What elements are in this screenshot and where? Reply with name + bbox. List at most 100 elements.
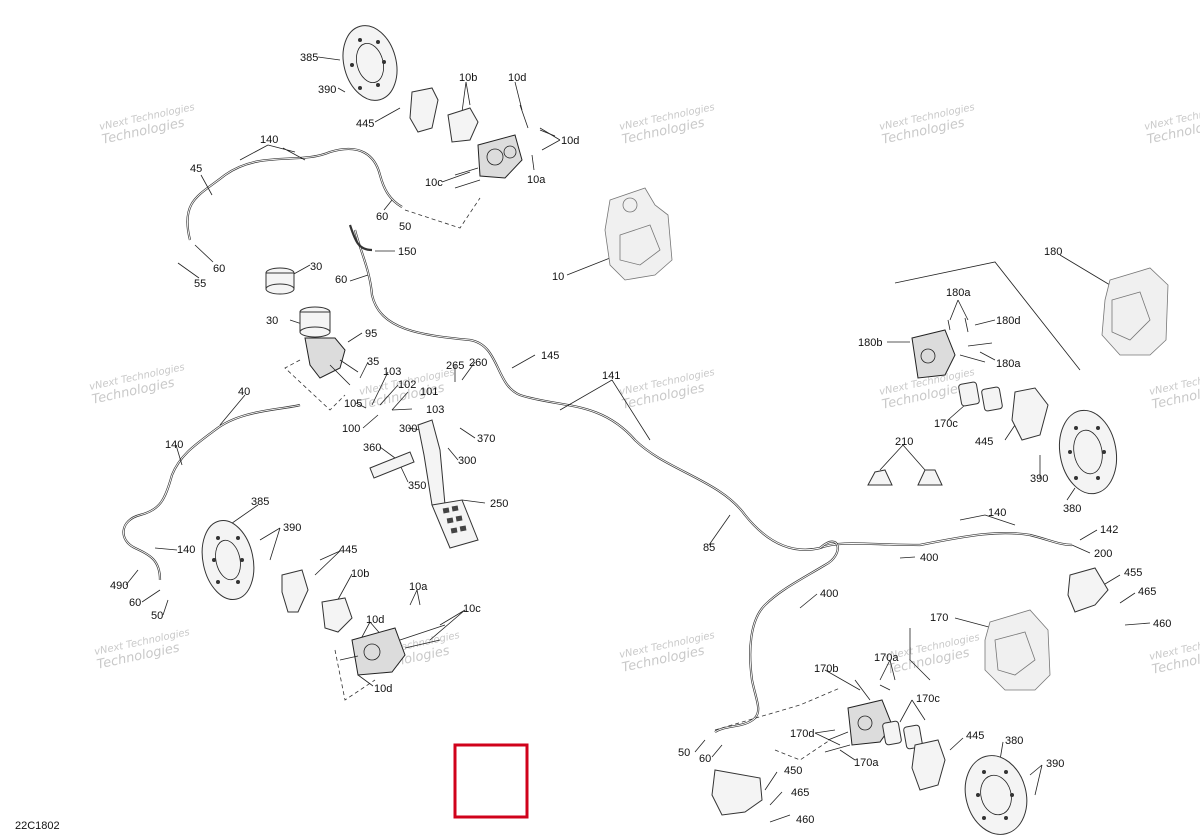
callout: 170a bbox=[854, 757, 879, 769]
caliper-bracket-right bbox=[1011, 387, 1049, 441]
caliper-bracket-left bbox=[281, 569, 353, 633]
callout-labels: 385 390 445 10b 10d 10d 10c 10a 140 45 6… bbox=[110, 52, 1171, 826]
callout: 10d bbox=[374, 683, 392, 695]
callout: 400 bbox=[820, 588, 838, 600]
callout: 60 bbox=[376, 211, 388, 223]
caliper-left bbox=[339, 624, 446, 676]
callout: 180a bbox=[946, 287, 971, 299]
caliper-bracket-top bbox=[409, 87, 479, 143]
callout: 10a bbox=[527, 174, 546, 186]
callout: 150 bbox=[398, 246, 416, 258]
callout: 300 bbox=[458, 455, 476, 467]
callout: 102 bbox=[398, 379, 416, 391]
callout: 140 bbox=[177, 544, 195, 556]
callout: 95 bbox=[365, 328, 377, 340]
callout: 60 bbox=[699, 753, 711, 765]
rear-brake-disc-bottom bbox=[964, 755, 1028, 835]
callout: 490 bbox=[110, 580, 128, 592]
rear-brake-disc-top bbox=[1058, 409, 1118, 495]
highlight-box[interactable] bbox=[453, 743, 529, 819]
callout: 180b bbox=[858, 337, 882, 349]
hose-150 bbox=[348, 224, 373, 252]
callout: 445 bbox=[966, 730, 984, 742]
callout: 390 bbox=[1046, 758, 1064, 770]
callout: 370 bbox=[477, 433, 495, 445]
callout: 30 bbox=[266, 315, 278, 327]
callout: 30 bbox=[310, 261, 322, 273]
callout: 380 bbox=[1005, 735, 1023, 747]
callout: 10 bbox=[552, 271, 564, 283]
clips-210 bbox=[867, 469, 943, 486]
callout: 455 bbox=[1124, 567, 1142, 579]
callout: 50 bbox=[399, 221, 411, 233]
callout: 350 bbox=[408, 480, 426, 492]
bracket-450 bbox=[711, 769, 763, 816]
callout: 210 bbox=[895, 436, 913, 448]
callout: 170 bbox=[930, 612, 948, 624]
callout: 250 bbox=[490, 498, 508, 510]
callout: 180d bbox=[996, 315, 1020, 327]
callout: 140 bbox=[165, 439, 183, 451]
callout: 360 bbox=[363, 442, 381, 454]
callout: 170c bbox=[916, 693, 940, 705]
callout: 180 bbox=[1044, 246, 1062, 258]
callout: 10c bbox=[463, 603, 481, 615]
callout: 380 bbox=[1063, 503, 1081, 515]
callout: 400 bbox=[920, 552, 938, 564]
callout: 142 bbox=[1100, 524, 1118, 536]
master-cylinder bbox=[265, 267, 359, 386]
callout: 35 bbox=[367, 356, 379, 368]
callout: 260 bbox=[469, 357, 487, 369]
callout: 10a bbox=[409, 581, 428, 593]
caliper-top bbox=[454, 104, 556, 189]
callout: 50 bbox=[151, 610, 163, 622]
front-brake-disc-left bbox=[201, 520, 255, 600]
brake-lines bbox=[122, 147, 1073, 733]
callout: 10b bbox=[351, 568, 369, 580]
callout: 100 bbox=[342, 423, 360, 435]
callout: 390 bbox=[1030, 473, 1048, 485]
callout: 103 bbox=[426, 404, 444, 416]
callout: 445 bbox=[339, 544, 357, 556]
callout: 390 bbox=[283, 522, 301, 534]
callout: 45 bbox=[190, 163, 202, 175]
callout: 10b bbox=[459, 72, 477, 84]
callout: 10d bbox=[366, 614, 384, 626]
caliper-180-exploded bbox=[911, 317, 993, 379]
callout: 101 bbox=[420, 386, 438, 398]
callout: 170a bbox=[874, 652, 899, 664]
caliper-assembly-180 bbox=[1101, 267, 1169, 356]
callout: 103 bbox=[383, 366, 401, 378]
callout: 60 bbox=[213, 263, 225, 275]
callout: 200 bbox=[1094, 548, 1112, 560]
callout: 445 bbox=[975, 436, 993, 448]
caliper-assembly-10 bbox=[604, 187, 673, 281]
caliper-bracket-bottom bbox=[911, 739, 946, 791]
callout: 85 bbox=[703, 542, 715, 554]
dashed-leaders bbox=[284, 197, 841, 761]
callout: 265 bbox=[446, 360, 464, 372]
callout: 140 bbox=[988, 507, 1006, 519]
callout: 300 bbox=[399, 423, 417, 435]
callout: 450 bbox=[784, 765, 802, 777]
brake-pads-180 bbox=[958, 381, 1003, 412]
callout: 145 bbox=[541, 350, 559, 362]
caliper-170-exploded bbox=[824, 679, 893, 753]
callout: 385 bbox=[251, 496, 269, 508]
callout: 50 bbox=[678, 747, 690, 759]
leader-lines bbox=[125, 56, 1151, 823]
callout: 60 bbox=[129, 597, 141, 609]
diagram-code: 22C1802 bbox=[15, 820, 60, 832]
callout: 140 bbox=[260, 134, 278, 146]
callout: 105 bbox=[344, 398, 362, 410]
callout: 180a bbox=[996, 358, 1021, 370]
callout: 390 bbox=[318, 84, 336, 96]
caliper-assembly-170 bbox=[984, 609, 1051, 691]
callout: 10d bbox=[561, 135, 579, 147]
callout: 170d bbox=[790, 728, 814, 740]
callout: 460 bbox=[1153, 618, 1171, 630]
callout: 445 bbox=[356, 118, 374, 130]
callout: 170c bbox=[934, 418, 958, 430]
